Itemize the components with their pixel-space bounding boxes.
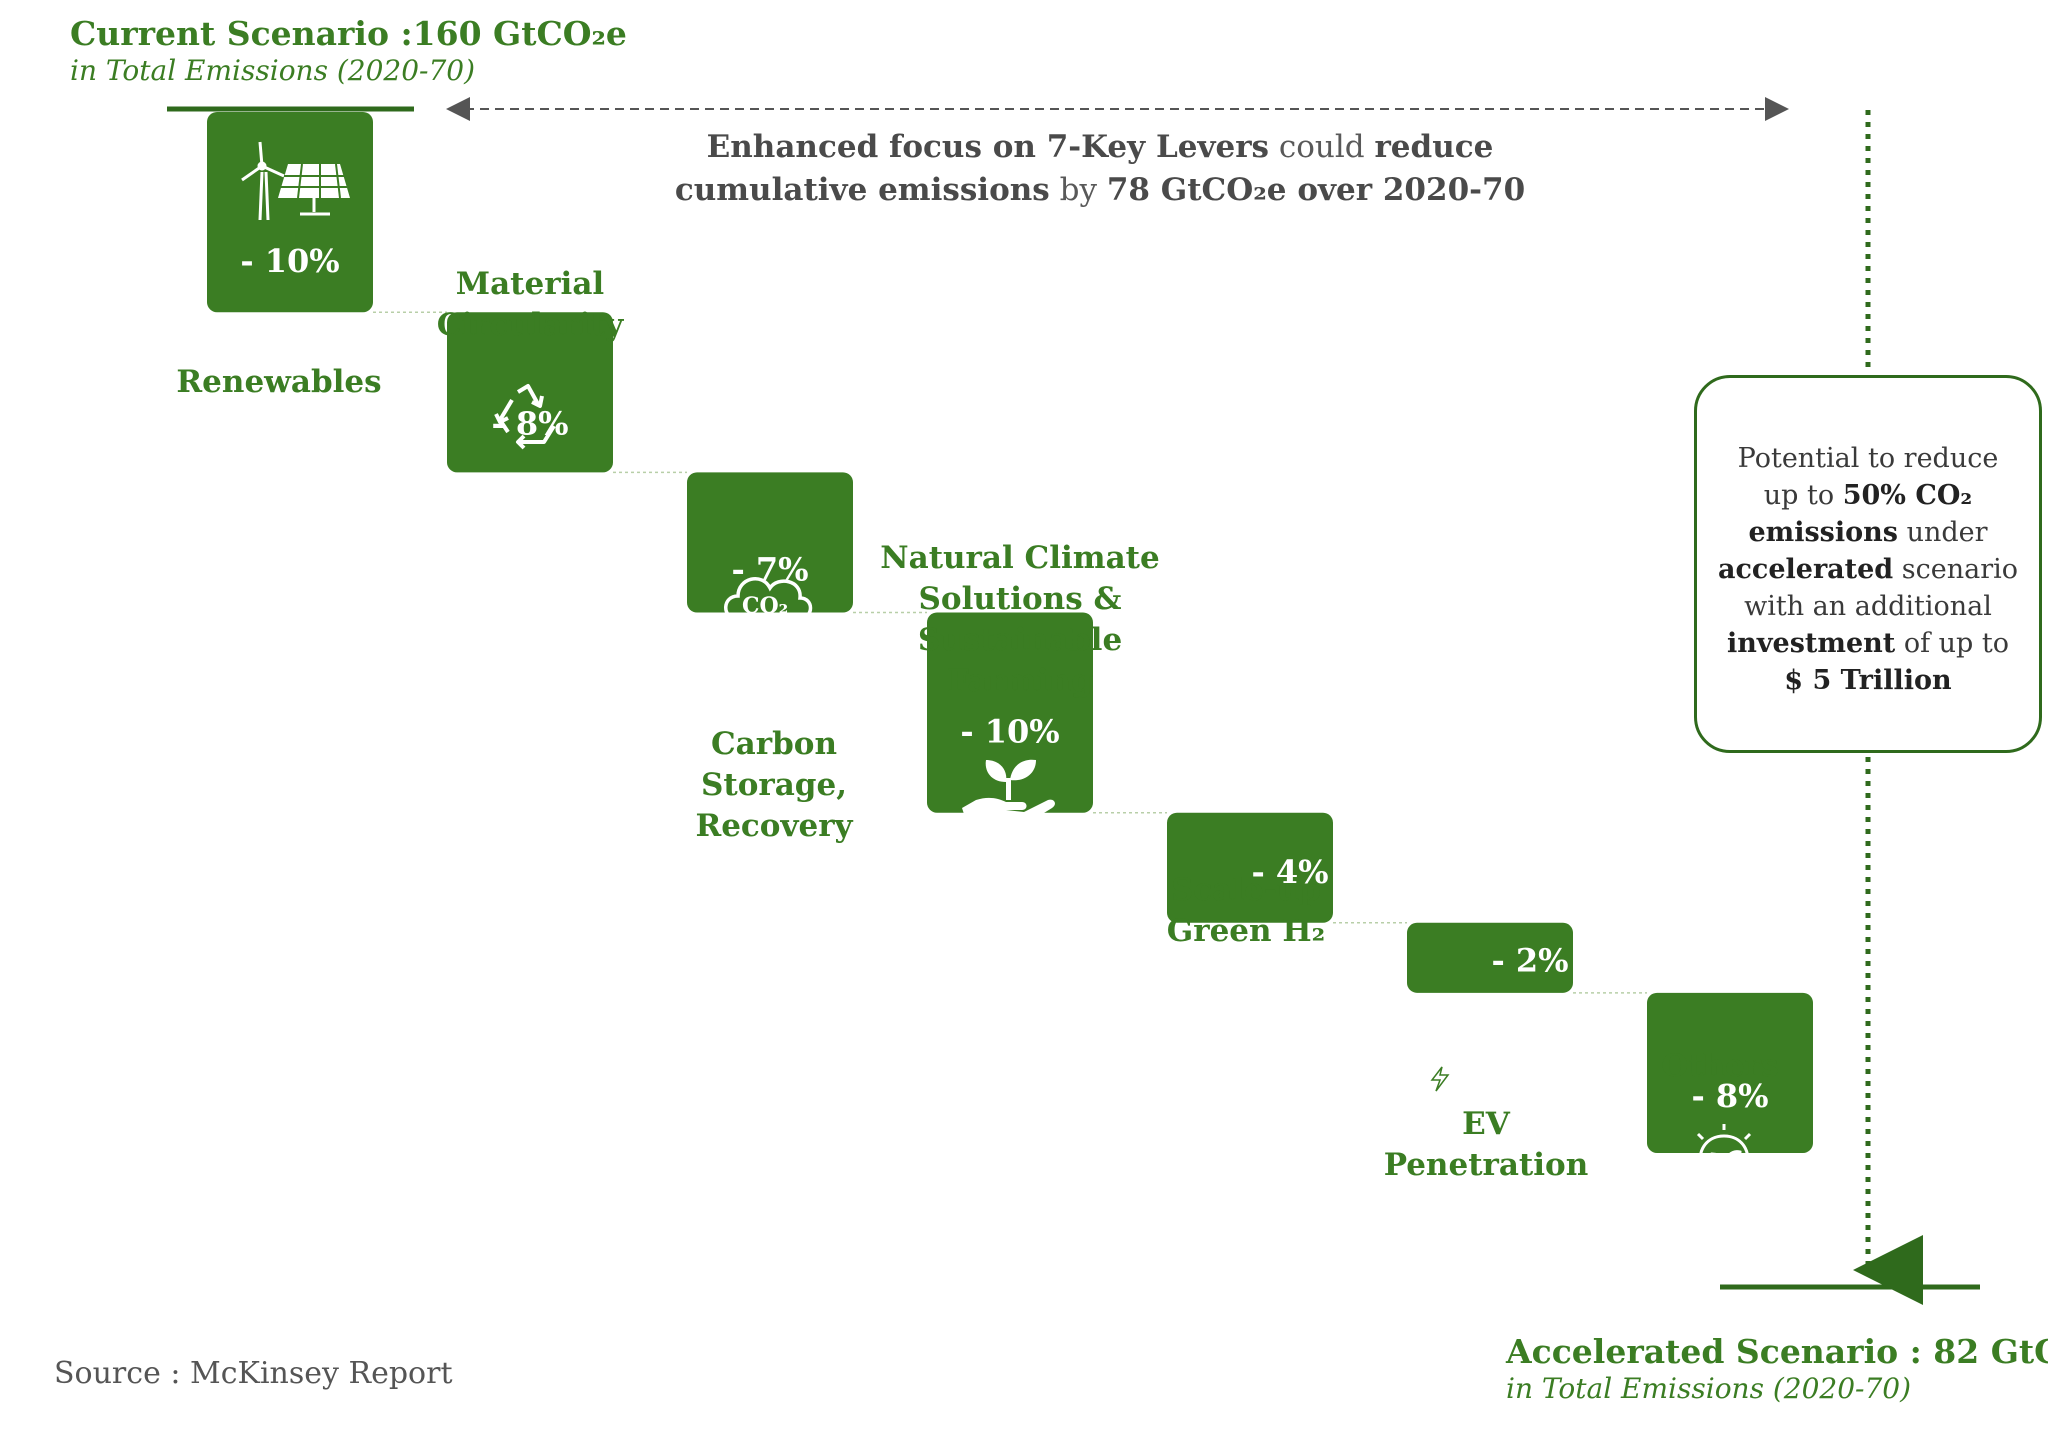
label-natural-line4: Farming — [947, 663, 1093, 699]
label-natural-climate: Natural Climate Solutions & Sustainable … — [880, 538, 1160, 702]
info-line3-plain: under — [1897, 517, 1988, 548]
label-h2-line2: Green H₂ — [1166, 913, 1326, 949]
label-material-line1: Material — [455, 266, 605, 302]
accelerated-scenario-title: Accelerated Scenario : 82 GtCO₂e — [1506, 1332, 2048, 1371]
bar-6 — [1407, 922, 1573, 993]
h2-icon-text: H₂ — [1180, 1000, 1205, 1021]
bar-value-label-1: - 10% — [240, 242, 339, 280]
source-note: Source : McKinsey Report — [54, 1356, 453, 1391]
label-others: Others — [1661, 1048, 1779, 1084]
hydrogen-station-icon: H₂ — [1174, 963, 1238, 1039]
label-natural-line2: Solutions & — [918, 581, 1122, 617]
recycle-icon — [494, 384, 556, 450]
label-material-line2: Circularity — [436, 307, 624, 343]
center-note-bold3: cumulative emissions — [674, 172, 1050, 208]
bar-value-label-4: - 10% — [960, 713, 1059, 751]
label-carbon-line1: Carbon — [711, 726, 837, 762]
lightbulb-plant-icon — [1690, 1124, 1758, 1208]
center-note-plain2: by — [1049, 172, 1107, 208]
bar-value-label-5: - 4% — [1251, 853, 1328, 891]
label-carbon-storage: Carbon Storage, Recovery — [654, 724, 894, 847]
battery-icon — [1414, 1063, 1470, 1093]
center-note-bold4: 78 GtCO₂e over 2020-70 — [1106, 172, 1526, 208]
label-carbon-line3: Recovery — [695, 808, 853, 844]
label-ev-penetration: EV Penetration — [1366, 1104, 1606, 1186]
center-note-bold1: Enhanced focus on 7-Key Levers — [706, 129, 1269, 165]
info-line7-bold: $ 5 Trillion — [1784, 665, 1952, 696]
bar-1 — [207, 112, 373, 313]
info-line4-bold: accelerated — [1717, 554, 1894, 585]
bar-4 — [927, 612, 1093, 813]
accelerated-scenario-subtitle: in Total Emissions (2020-70) — [1506, 1372, 1912, 1405]
info-line5: with an additional — [1744, 591, 1992, 622]
bar-value-label-7: - 8% — [1691, 1077, 1768, 1115]
info-line4-plain: scenario — [1893, 554, 2019, 585]
co2-cloud-icon: CO₂ — [724, 577, 813, 646]
plant-hand-icon — [962, 759, 1055, 828]
label-green-h2: Scale-up Green H₂ — [1126, 870, 1366, 952]
info-line1: Potential to reduce — [1737, 443, 1999, 474]
info-line2-bold: 50% CO₂ — [1842, 480, 1973, 511]
label-natural-line3: Sustainable — [917, 622, 1123, 658]
center-note-bold2: reduce — [1374, 129, 1494, 165]
info-line2-plain: up to — [1763, 480, 1843, 511]
wind-solar-icon — [241, 141, 350, 221]
co2-icon-text: CO₂ — [742, 593, 788, 619]
bar-5 — [1167, 812, 1333, 923]
label-carbon-line2: Storage, — [701, 767, 847, 803]
label-renewables: Renewables — [176, 364, 382, 400]
center-note-plain1: could — [1269, 129, 1375, 165]
bar-3 — [687, 472, 853, 613]
label-material-circularity: Material Circularity — [410, 264, 650, 346]
current-scenario-title: Current Scenario :160 GtCO₂e — [70, 14, 627, 53]
label-ev-line2: Penetration — [1383, 1147, 1589, 1183]
current-scenario-subtitle: in Total Emissions (2020-70) — [70, 54, 476, 87]
center-note: Enhanced focus on 7-Key Levers could red… — [650, 126, 1550, 212]
info-line3-bold: emissions — [1748, 517, 1898, 548]
label-natural-line1: Natural Climate — [880, 540, 1160, 576]
bar-value-label-6: - 2% — [1491, 941, 1568, 979]
bar-7 — [1647, 992, 1813, 1153]
label-ev-line1: EV — [1462, 1106, 1510, 1142]
info-line6-plain: of up to — [1895, 628, 2010, 659]
label-h2-line1: Scale-up — [1171, 872, 1321, 908]
info-box: Potential to reduce up to 50% CO₂ emissi… — [1694, 375, 2042, 753]
info-line6-bold: investment — [1726, 628, 1896, 659]
